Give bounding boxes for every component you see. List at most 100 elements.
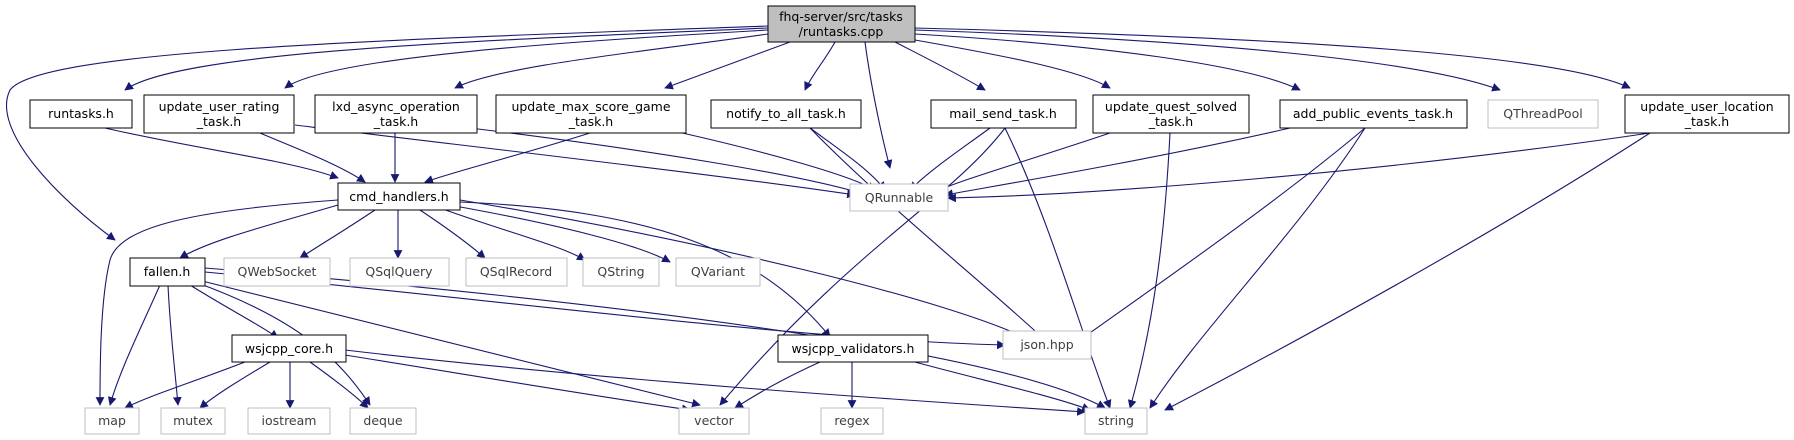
- node-fallen-h[interactable]: fallen.h: [129, 257, 206, 287]
- edge-validators-vector: [734, 361, 821, 409]
- node-fallen-label: fallen.h: [144, 264, 191, 279]
- edge-core-map: [124, 357, 256, 409]
- edge-user-location-string: [1164, 132, 1651, 411]
- edge-fallen-vector: [197, 279, 701, 408]
- edge-core-mutex: [199, 361, 271, 409]
- node-regex[interactable]: regex: [820, 407, 884, 435]
- edge-root-update-user-rating: [284, 29, 769, 89]
- include-edges: [6, 25, 1651, 416]
- node-mutex-label: mutex: [173, 413, 213, 428]
- node-qthreadpool[interactable]: QThreadPool: [1487, 99, 1599, 129]
- edge-cmd-json: [459, 199, 1031, 341]
- node-wsjcpp-core-h[interactable]: wsjcpp_core.h: [231, 334, 347, 363]
- node-string[interactable]: string: [1084, 407, 1148, 435]
- node-add-public-events-task-h[interactable]: add_public_events_task.h: [1279, 99, 1468, 129]
- edge-quest-solved-string: [1127, 132, 1171, 409]
- node-qrunnable-label: QRunnable: [865, 190, 934, 205]
- edge-fallen-map: [107, 284, 161, 406]
- node-runtasks-cpp[interactable]: fhq-server/src/tasks /runtasks.cpp: [767, 5, 916, 43]
- node-mail-send-label: mail_send_task.h: [949, 106, 1057, 121]
- edge-cmd-qvariant: [454, 205, 671, 263]
- node-wsjcpp-validators-label: wsjcpp_validators.h: [792, 341, 915, 356]
- edge-cmd-qwebsocket: [299, 209, 376, 259]
- node-qsqlrecord[interactable]: QSqlRecord: [465, 257, 568, 287]
- node-runtasks-h-label: runtasks.h: [48, 106, 114, 121]
- edge-cmd-qstring: [439, 207, 586, 261]
- node-update-max-score-label1: update_max_score_game: [511, 99, 670, 114]
- node-map-label: map: [98, 413, 126, 428]
- edge-user-rating-qrunnable: [294, 124, 856, 199]
- node-mail-send-task-h[interactable]: mail_send_task.h: [930, 99, 1077, 129]
- edge-core-deque: [309, 361, 369, 409]
- node-update-max-score-game-task-h[interactable]: update_max_score_game _task.h: [495, 94, 687, 134]
- node-update-user-rating-task-h[interactable]: update_user_rating _task.h: [143, 94, 295, 134]
- edge-cmd-qsqlrecord: [419, 209, 486, 259]
- edge-quest-solved-qrunnable: [934, 132, 1111, 193]
- node-lxd-async-label1: lxd_async_operation: [332, 99, 460, 114]
- node-add-public-events-label: add_public_events_task.h: [1293, 106, 1453, 121]
- edge-lxd-qrunnable: [469, 127, 861, 195]
- node-runtasks-cpp-line2: /runtasks.cpp: [799, 24, 884, 39]
- node-qwebsocket[interactable]: QWebSocket: [223, 257, 331, 287]
- node-notify-to-all-task-h[interactable]: notify_to_all_task.h: [710, 99, 862, 129]
- node-runtasks-cpp-line1: fhq-server/src/tasks: [779, 9, 903, 24]
- edge-root-mail-send: [894, 41, 986, 91]
- node-qstring[interactable]: QString: [582, 257, 660, 287]
- node-update-user-rating-label2: _task.h: [196, 114, 241, 129]
- node-qsqlquery[interactable]: QSqlQuery: [349, 257, 450, 287]
- node-deque-label: deque: [363, 413, 402, 428]
- edge-cmd-fallen: [179, 204, 339, 259]
- node-lxd-async-operation-task-h[interactable]: lxd_async_operation _task.h: [314, 94, 478, 134]
- node-qrunnable[interactable]: QRunnable: [849, 183, 949, 212]
- node-qsqlrecord-label: QSqlRecord: [480, 264, 552, 279]
- node-json-hpp[interactable]: json.hpp: [1002, 330, 1092, 360]
- node-wsjcpp-core-label: wsjcpp_core.h: [245, 341, 333, 356]
- node-notify-to-all-label: notify_to_all_task.h: [726, 106, 846, 121]
- node-qstring-label: QString: [597, 264, 644, 279]
- node-update-max-score-label2: _task.h: [568, 114, 613, 129]
- edge-root-qrunnable: [864, 41, 893, 169]
- edge-root-notify: [804, 41, 836, 91]
- edge-public-events-qrunnable: [944, 127, 1291, 198]
- edge-public-events-string: [1149, 127, 1366, 409]
- node-update-user-location-label2: _task.h: [1684, 114, 1729, 129]
- node-update-user-location-task-h[interactable]: update_user_location _task.h: [1624, 94, 1790, 134]
- node-cmd-handlers-h[interactable]: cmd_handlers.h: [337, 182, 461, 211]
- node-vector[interactable]: vector: [678, 407, 750, 435]
- node-regex-label: regex: [834, 413, 869, 428]
- edge-root-update-quest: [914, 39, 1111, 89]
- node-map[interactable]: map: [84, 407, 140, 435]
- edge-fallen-mutex: [167, 284, 182, 406]
- edge-cmd-map: [95, 199, 339, 406]
- node-lxd-async-label2: _task.h: [373, 114, 418, 129]
- edge-public-events-json: [1079, 127, 1366, 341]
- node-deque[interactable]: deque: [349, 407, 417, 435]
- edge-mail-send-string: [1004, 127, 1112, 409]
- node-mutex[interactable]: mutex: [160, 407, 226, 435]
- edge-root-runtasks-h: [124, 27, 769, 91]
- node-string-label: string: [1098, 413, 1134, 428]
- node-json-hpp-label: json.hpp: [1019, 337, 1073, 352]
- node-cmd-handlers-label: cmd_handlers.h: [349, 189, 448, 204]
- edge-user-rating-cmd-handlers: [259, 132, 366, 183]
- edge-user-location-qrunnable: [947, 132, 1651, 203]
- node-qvariant-label: QVariant: [691, 264, 745, 279]
- node-update-user-rating-label1: update_user_rating: [159, 99, 280, 114]
- edge-root-fallen: [6, 25, 769, 241]
- edge-fallen-wsjcpp-core: [189, 284, 279, 339]
- edge-notify-json: [809, 127, 1046, 341]
- node-runtasks-h[interactable]: runtasks.h: [29, 99, 133, 129]
- edge-cmd-wsjcpp-validators: [459, 201, 831, 338]
- node-qwebsocket-label: QWebSocket: [238, 264, 317, 279]
- edge-runtasks-cmd-handlers: [104, 127, 339, 180]
- edge-root-update-user-location: [914, 27, 1631, 89]
- node-wsjcpp-validators-h[interactable]: wsjcpp_validators.h: [777, 334, 929, 363]
- node-qvariant[interactable]: QVariant: [675, 257, 761, 287]
- node-iostream[interactable]: iostream: [247, 407, 331, 435]
- node-update-quest-solved-task-h[interactable]: update_quest_solved _task.h: [1092, 94, 1250, 134]
- node-vector-label: vector: [694, 413, 735, 428]
- edge-notify-qrunnable: [809, 127, 886, 191]
- node-iostream-label: iostream: [262, 413, 317, 428]
- edge-root-update-max-score: [664, 41, 791, 90]
